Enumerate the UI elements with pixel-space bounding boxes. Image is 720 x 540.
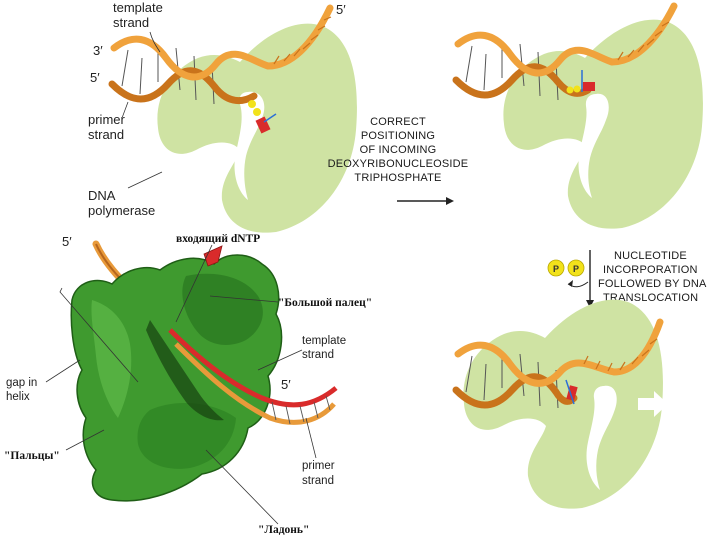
polymerase-label-2: polymerase: [88, 203, 155, 218]
panel-crystal-structure: входящий dNTP "Большой палец" "Пальцы" "…: [4, 233, 372, 536]
dntp-label: входящий dNTP: [176, 233, 260, 245]
right-arrow-icon: [397, 197, 454, 205]
template-label-2: strand: [113, 15, 149, 30]
palm-label: "Ладонь": [258, 524, 309, 536]
polymerase-label-1: DNA: [88, 188, 116, 203]
fingers-label: "Пальцы": [4, 450, 60, 462]
gap-label-1: gap in: [6, 377, 37, 389]
structure-primer-label-2: strand: [302, 475, 334, 487]
step2-line-3: FOLLOWED BY DNA: [598, 278, 707, 290]
down-arrow-icon: [586, 250, 594, 308]
structure-primer-leader: [306, 418, 316, 458]
primer-label-2: strand: [88, 127, 124, 142]
primer-label-1: primer: [88, 112, 126, 127]
step1-line-5: TRIPHOSPHATE: [354, 172, 441, 184]
phosphate-label-2: P: [573, 264, 579, 274]
phosphate-label-1: P: [553, 264, 559, 274]
step1-line-3: OF INCOMING: [360, 144, 437, 156]
gap-label-2: helix: [6, 391, 30, 403]
step1-line-2: POSITIONING: [361, 130, 435, 142]
panel-initial-state: template strand 5′ 3′ 5′ primer strand D…: [88, 0, 357, 233]
step2-line-2: INCORPORATION: [603, 264, 698, 276]
primer-leader: [122, 102, 128, 118]
structure-template-label-1: template: [302, 335, 346, 347]
structure-five-prime-top: 5′: [62, 234, 72, 249]
template-label-1: template: [113, 0, 163, 15]
gap-leader: [46, 360, 80, 382]
three-prime-label: 3′: [93, 43, 103, 58]
step2-caption: NUCLEOTIDE INCORPORATION FOLLOWED BY DNA…: [548, 250, 707, 308]
structure-primer-label-1: primer: [302, 460, 335, 472]
step1-line-1: CORRECT: [370, 116, 426, 128]
structure-five-prime-right: 5′: [281, 377, 291, 392]
panel-positioned-state: [456, 6, 703, 229]
panel-translocated-state: [456, 300, 668, 509]
polymerase-leader: [128, 172, 162, 188]
pyrophosphate-icon: P P: [548, 260, 588, 287]
structure-template-label-2: strand: [302, 349, 334, 361]
step1-line-4: DEOXYRIBONUCLEOSIDE: [328, 158, 469, 170]
palm-leader: [206, 450, 278, 524]
five-prime-top-label: 5′: [336, 2, 346, 17]
step2-line-1: NUCLEOTIDE: [614, 250, 687, 262]
thumb-label: "Большой палец": [278, 297, 372, 309]
five-prime-left-label: 5′: [90, 70, 100, 85]
